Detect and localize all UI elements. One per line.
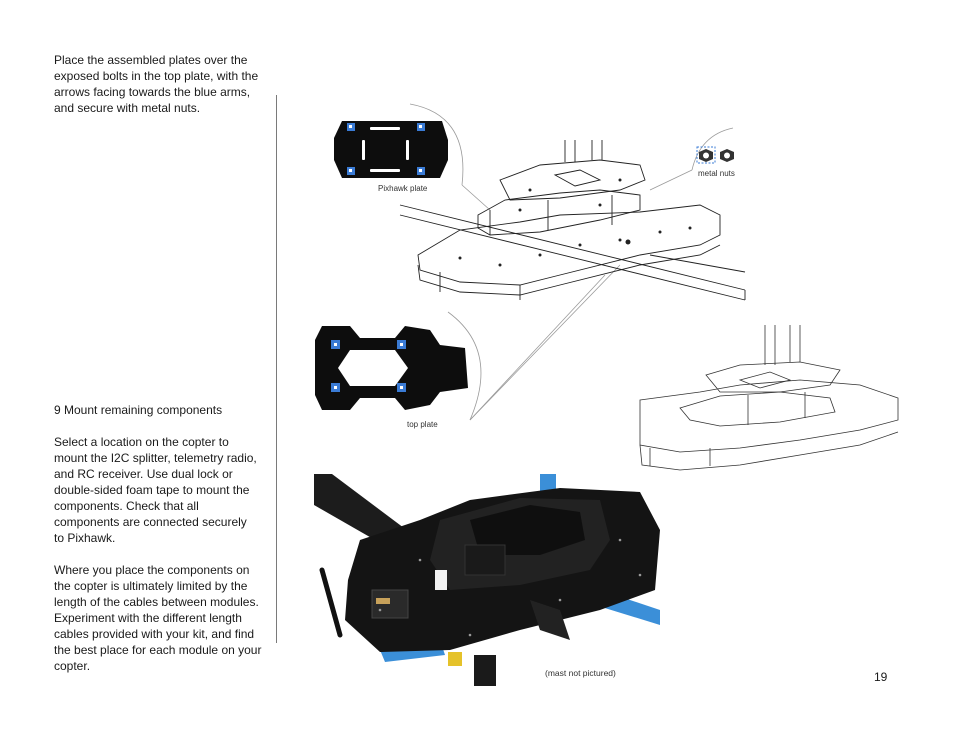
caption-mast-not-pictured: (mast not pictured) — [545, 668, 616, 678]
frame-line-drawing — [399, 140, 746, 301]
top-plate-image — [315, 326, 468, 410]
page-number: 19 — [874, 670, 888, 684]
callout-lines — [409, 103, 734, 421]
frame-bolt-dots — [458, 178, 692, 267]
copter-photo — [314, 474, 660, 686]
caption-pixhawk-plate: Pixhawk plate — [378, 184, 428, 193]
pixhawk-plate-image — [334, 121, 448, 178]
metal-nuts-image — [696, 146, 734, 164]
step-heading: 9 Mount remaining components — [54, 403, 223, 417]
caption-metal-nuts: metal nuts — [698, 169, 735, 178]
step-paragraph-1: Select a location on the copter to mount… — [54, 435, 257, 545]
frame-sketch-secondary — [639, 325, 899, 471]
caption-top-plate: top plate — [407, 420, 438, 429]
step-paragraph-2: Where you place the components on the co… — [54, 563, 262, 673]
intro-paragraph: Place the assembled plates over the expo… — [54, 53, 259, 115]
column-divider — [276, 95, 277, 643]
